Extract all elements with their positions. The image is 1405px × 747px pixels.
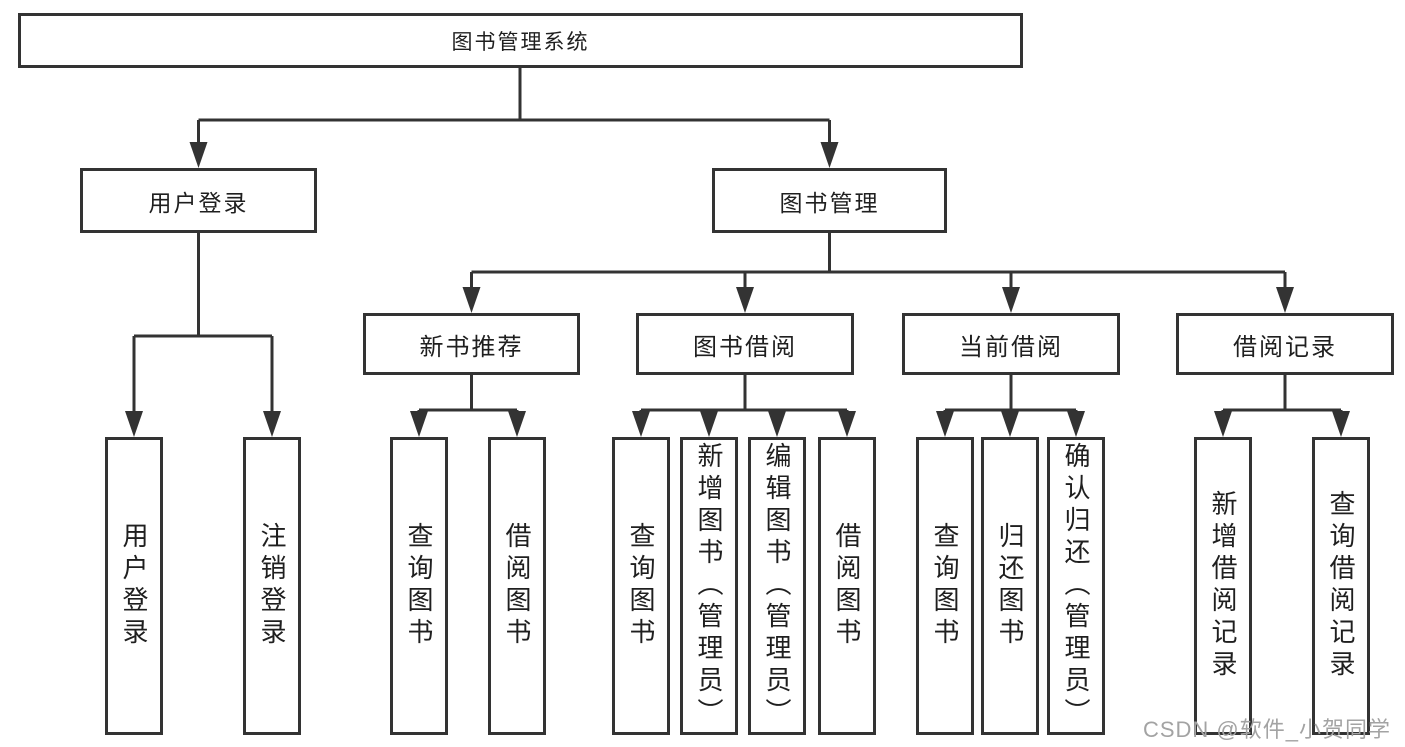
node-root: 图书管理系统 bbox=[18, 13, 1023, 68]
node-user-login: 用户登录 bbox=[80, 168, 317, 233]
leaf-borrow-books: 借阅图书 bbox=[818, 437, 876, 735]
node-current-borrow: 当前借阅 bbox=[902, 313, 1120, 375]
node-borrow-records: 借阅记录 bbox=[1176, 313, 1394, 375]
leaf-logout: 注销登录 bbox=[243, 437, 301, 735]
node-book-borrow: 图书借阅 bbox=[636, 313, 854, 375]
leaf-add-books-admin: 新增图书（管理员） bbox=[680, 437, 738, 735]
node-book-management: 图书管理 bbox=[712, 168, 947, 233]
node-new-book-recommend: 新书推荐 bbox=[363, 313, 580, 375]
leaf-user-login: 用户登录 bbox=[105, 437, 163, 735]
leaf-edit-books-admin: 编辑图书（管理员） bbox=[748, 437, 806, 735]
leaf-return-books: 归还图书 bbox=[981, 437, 1039, 735]
leaf-query-borrow-record: 查询借阅记录 bbox=[1312, 437, 1370, 735]
csdn-watermark: CSDN @软件_小贺同学 bbox=[1142, 717, 1391, 742]
leaf-query-books-borrow: 查询图书 bbox=[612, 437, 670, 735]
leaf-add-borrow-record: 新增借阅记录 bbox=[1194, 437, 1252, 735]
leaf-confirm-return-admin: 确认归还（管理员） bbox=[1047, 437, 1105, 735]
leaf-query-books-current: 查询图书 bbox=[916, 437, 974, 735]
leaf-query-books-rec: 查询图书 bbox=[390, 437, 448, 735]
leaf-borrow-books-rec: 借阅图书 bbox=[488, 437, 546, 735]
